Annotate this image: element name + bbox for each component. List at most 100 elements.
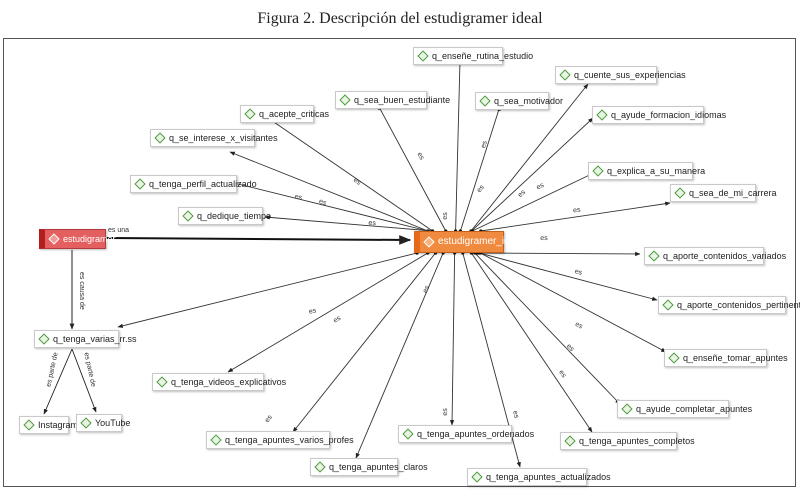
node-label: q_tenga_apuntes_completos	[579, 436, 695, 446]
edge-label-n18: es	[442, 408, 449, 416]
node-n20[interactable]: q_tenga_apuntes_completos	[560, 432, 695, 450]
edge-yt	[71, 348, 97, 413]
node-n8[interactable]: q_explica_a_su_manera	[588, 162, 705, 180]
node-label: q_tenga_apuntes_claros	[329, 462, 428, 472]
node-label: q_tenga_apuntes_varios_profes	[225, 435, 354, 445]
edge-label-n22: es	[511, 410, 520, 419]
node-label: q_enseñe_tomar_apuntes	[683, 353, 788, 363]
diamond-icon	[471, 471, 483, 483]
edge-n9	[229, 181, 429, 232]
node-label: q_se_interese_x_visitantes	[169, 133, 278, 143]
edge-n21	[355, 252, 444, 459]
node-label: q_sea_de_mi_carrera	[689, 188, 777, 198]
node-n17[interactable]: q_ayude_completar_apuntes	[617, 400, 752, 418]
node-label: q_cuente_sus_experiencias	[574, 70, 686, 80]
diamond-icon	[479, 95, 491, 107]
edge-n4	[459, 105, 501, 232]
diamond-icon	[38, 333, 50, 345]
diamond-icon	[154, 132, 166, 144]
edge-label-n5: es	[352, 177, 362, 187]
node-n16[interactable]: q_tenga_videos_explicativos	[152, 373, 286, 391]
node-n21[interactable]: q_tenga_apuntes_claros	[310, 458, 428, 476]
edge-n14	[117, 252, 418, 328]
node-n18[interactable]: q_tenga_apuntes_ordenados	[398, 425, 534, 443]
edge-label-n8: es	[536, 182, 546, 192]
diamond-icon	[674, 187, 686, 199]
node-label: q_tenga_apuntes_ordenados	[417, 429, 535, 439]
edge-label-n19: es	[264, 414, 274, 425]
node-label: q_ayude_formacion_idiomas	[611, 110, 727, 120]
node-yt[interactable]: YouTube	[76, 414, 130, 432]
node-label: q_ayude_completar_apuntes	[636, 404, 753, 414]
diamond-icon	[314, 461, 326, 473]
node-source[interactable]: estudigramer	[39, 229, 116, 249]
node-n14[interactable]: q_tenga_varias_rr.ss	[34, 330, 137, 348]
edge-n17	[474, 252, 621, 405]
node-n9[interactable]: q_tenga_perfil_actualizado	[130, 175, 257, 193]
edge-n20	[471, 252, 593, 433]
node-label: estudigramer	[63, 234, 116, 244]
node-label: q_sea_buen_estudiante	[354, 95, 451, 105]
node-center[interactable]: estudigramer_ideal	[414, 231, 523, 253]
node-n2[interactable]: q_cuente_sus_experiencias	[555, 66, 686, 84]
node-n3[interactable]: q_sea_buen_estudiante	[335, 91, 450, 109]
figure-caption: Figura 2. Descripción del estudigramer i…	[257, 10, 543, 27]
edge-label-n3: es	[415, 151, 425, 161]
edge-label-n15: es	[574, 321, 584, 331]
edge-n6	[471, 117, 594, 232]
edge-label-n2: es	[476, 184, 486, 195]
edge-n11	[264, 215, 433, 232]
diamond-icon	[423, 236, 435, 248]
node-n5[interactable]: q_acepte_criticas	[240, 105, 329, 123]
edge-label-n1: es	[442, 212, 449, 220]
node-label: q_tenga_videos_explicativos	[171, 377, 287, 387]
edge-label-n4: es	[480, 139, 489, 149]
node-n22[interactable]: q_tenga_apuntes_actualizados	[467, 468, 611, 486]
edge-label-cause: es causa de	[78, 272, 85, 310]
edge-label-n6: es	[517, 188, 528, 199]
node-label: q_tenga_perfil_actualizado	[149, 179, 257, 189]
diamond-icon	[244, 108, 256, 120]
node-label: q_explica_a_su_manera	[607, 166, 706, 176]
diamond-icon	[417, 50, 429, 62]
edge-n8	[472, 169, 601, 232]
edge-label-n7: es	[318, 198, 328, 207]
diamond-icon	[182, 210, 194, 222]
diagram-frame	[3, 38, 796, 487]
edge-n10	[480, 201, 671, 232]
node-n10[interactable]: q_sea_de_mi_carrera	[670, 184, 777, 202]
edge-n15	[480, 252, 667, 353]
edge-n16	[227, 252, 428, 373]
node-label: q_tenga_apuntes_actualizados	[486, 472, 611, 482]
edge-label-n11: es	[368, 220, 376, 228]
diamond-icon	[402, 428, 414, 440]
edge-n7	[229, 151, 429, 232]
edge-label-n20: es	[557, 369, 567, 379]
edge-n1	[455, 59, 463, 232]
diamond-icon	[592, 165, 604, 177]
edge-label-n17: es	[565, 343, 576, 354]
diamond-icon	[210, 434, 222, 446]
node-n6[interactable]: q_ayude_formacion_idiomas	[592, 106, 726, 124]
diamond-icon	[648, 250, 660, 262]
node-n1[interactable]: q_enseñe_rutina_estudio	[413, 47, 533, 65]
node-ig[interactable]: Instagram	[19, 416, 78, 434]
edge-n2	[470, 83, 589, 232]
node-n13[interactable]: q_aporte_contenidos_pertinentes	[658, 296, 800, 314]
diamond-icon	[621, 403, 633, 415]
node-n11[interactable]: q_dedique_tiempo	[178, 207, 271, 225]
node-label: estudigramer_ideal	[438, 236, 524, 247]
node-n12[interactable]: q_aporte_contenidos_variados	[644, 247, 786, 265]
node-n15[interactable]: q_enseñe_tomar_apuntes	[664, 349, 788, 367]
node-label: q_aporte_contenidos_pertinentes	[677, 300, 800, 310]
diamond-icon	[668, 352, 680, 364]
node-n19[interactable]: q_tenga_apuntes_varios_profes	[206, 431, 354, 449]
edge-n12	[477, 251, 641, 257]
diamond-icon	[559, 69, 571, 81]
node-n7[interactable]: q_se_interese_x_visitantes	[150, 129, 278, 147]
node-label: Instagram	[38, 420, 79, 430]
node-label: q_tenga_varias_rr.ss	[53, 334, 137, 344]
edge-label-n16: es	[332, 315, 342, 325]
node-n4[interactable]: q_sea_motivador	[475, 92, 563, 110]
